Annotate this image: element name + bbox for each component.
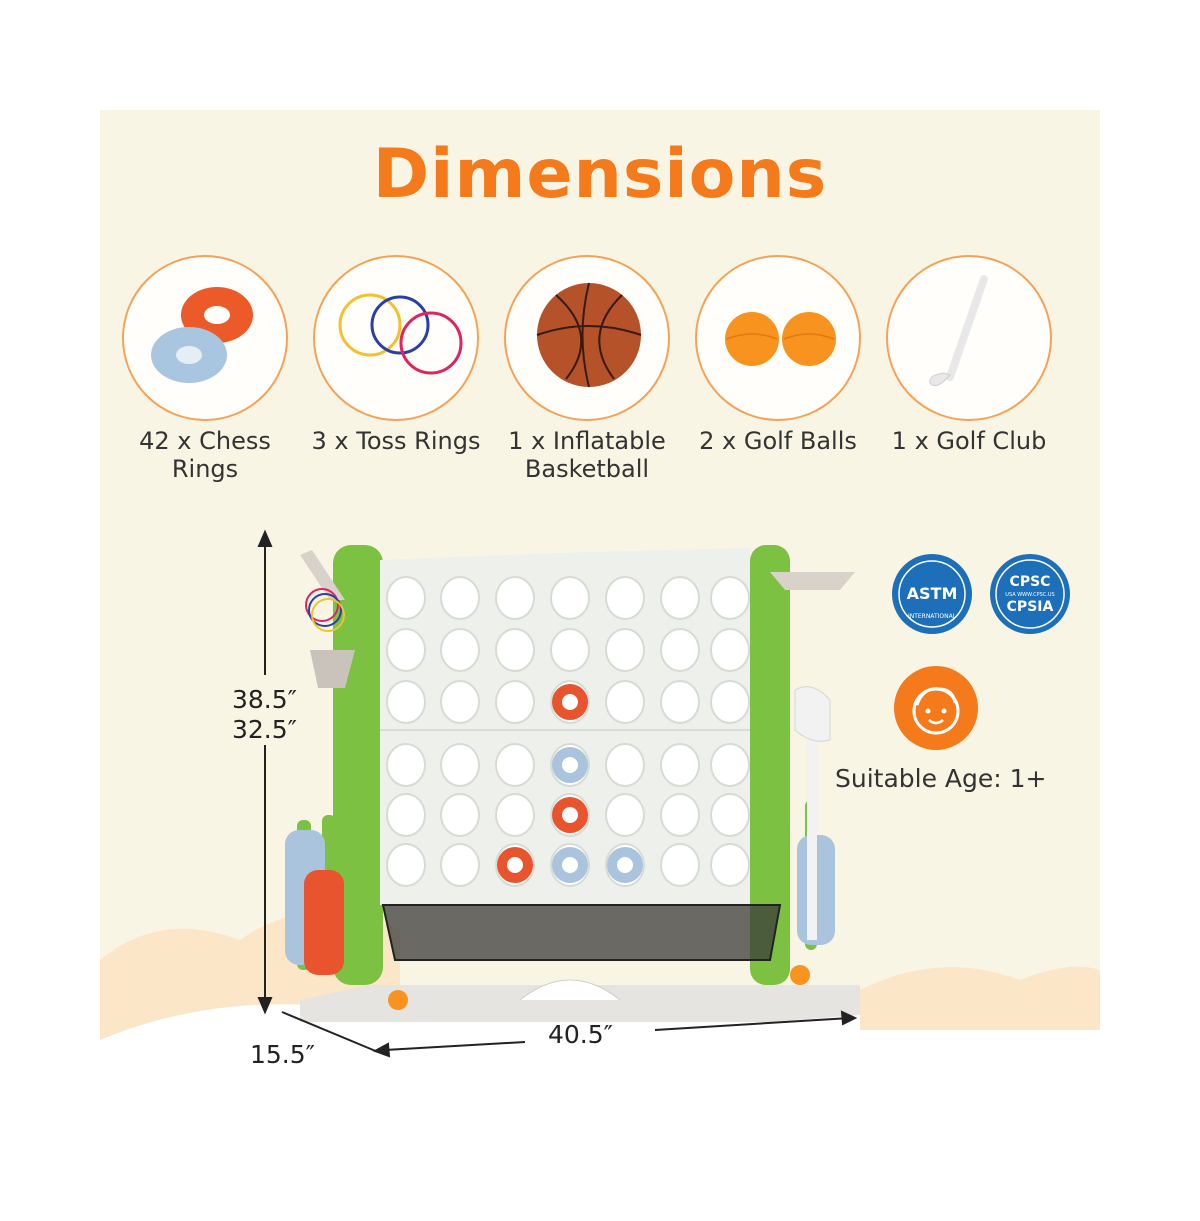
astm-subtext: INTERNATIONAL <box>908 613 957 620</box>
board-hole <box>386 680 426 724</box>
board-hole <box>605 628 645 672</box>
board-hole <box>660 843 700 887</box>
height-max-label: 38.5″ <box>232 685 298 714</box>
astm-text: ASTM <box>907 584 958 603</box>
board-hole <box>710 793 750 837</box>
board-hole <box>710 743 750 787</box>
board-hole <box>660 793 700 837</box>
accessory-label: 2 x Golf Balls <box>699 427 857 455</box>
page-title: Dimensions <box>372 135 828 214</box>
board-holes <box>386 576 750 887</box>
accessory-label: 1 x Inflatable Basketball <box>508 427 666 483</box>
board-hole <box>710 680 750 724</box>
board-hole <box>660 576 700 620</box>
board-hole <box>495 628 535 672</box>
board-hole <box>440 628 480 672</box>
width-label: 40.5″ <box>548 1020 614 1049</box>
board-hole <box>660 680 700 724</box>
accessory-chess-rings <box>122 255 288 421</box>
board-hole <box>710 576 750 620</box>
placed-ring <box>552 684 588 720</box>
placed-ring <box>552 847 588 883</box>
board-hole <box>440 793 480 837</box>
board-hole <box>710 843 750 887</box>
golf-balls-icon <box>725 312 836 366</box>
cpsia-text: CPSIA <box>1007 599 1054 615</box>
board-hole <box>605 576 645 620</box>
dimension-lines <box>257 529 858 1058</box>
placed-ring <box>607 847 643 883</box>
accessory-basketball <box>504 255 670 421</box>
board-hole <box>386 576 426 620</box>
ring-stack-left <box>285 815 344 975</box>
placed-ring <box>552 747 588 783</box>
age-badge <box>893 665 979 751</box>
cpsc-subtext: USA WWW.CPSC.US <box>1005 592 1054 598</box>
board-hole <box>440 680 480 724</box>
board-hole <box>660 628 700 672</box>
board-hole <box>495 793 535 837</box>
cpsc-logo-icon: CPSC USA WWW.CPSC.US CPSIA <box>990 554 1070 634</box>
accessory-golf-club <box>886 255 1052 421</box>
accessory-golf-balls <box>695 255 861 421</box>
board-hole <box>605 743 645 787</box>
child-face-icon <box>894 666 978 750</box>
board-hole <box>660 743 700 787</box>
cpsc-badge: CPSC USA WWW.CPSC.US CPSIA <box>988 552 1072 636</box>
board-hole <box>710 628 750 672</box>
accessory-label: 3 x Toss Rings <box>311 427 481 455</box>
accessory-toss-rings <box>313 255 479 421</box>
board-hole <box>440 843 480 887</box>
placed-ring <box>552 797 588 833</box>
height-min-label: 32.5″ <box>232 715 298 744</box>
board-hole <box>440 743 480 787</box>
astm-badge: ASTM INTERNATIONAL <box>890 552 974 636</box>
board-hole <box>605 680 645 724</box>
accessory-label: 42 x Chess Rings <box>139 427 271 483</box>
board-hole <box>386 843 426 887</box>
board-hole <box>550 576 590 620</box>
astm-logo-icon: ASTM INTERNATIONAL <box>892 554 972 634</box>
depth-label: 15.5″ <box>250 1040 316 1069</box>
board-hole <box>495 680 535 724</box>
board-hole <box>386 628 426 672</box>
board-hole <box>386 743 426 787</box>
board-hole <box>440 576 480 620</box>
accessory-label: 1 x Golf Club <box>891 427 1047 455</box>
age-label: Suitable Age: 1+ <box>835 764 1047 793</box>
toss-rings-icon <box>338 293 463 375</box>
board-hole <box>605 793 645 837</box>
golf-club-icon <box>929 275 988 387</box>
basketball-icon <box>536 282 642 388</box>
placed-ring <box>497 847 533 883</box>
cpsc-text: CPSC <box>1010 574 1051 590</box>
board-hole <box>386 793 426 837</box>
board-hole <box>495 743 535 787</box>
chess-rings-icon <box>151 287 253 383</box>
board-hole <box>495 576 535 620</box>
board-hole <box>550 628 590 672</box>
